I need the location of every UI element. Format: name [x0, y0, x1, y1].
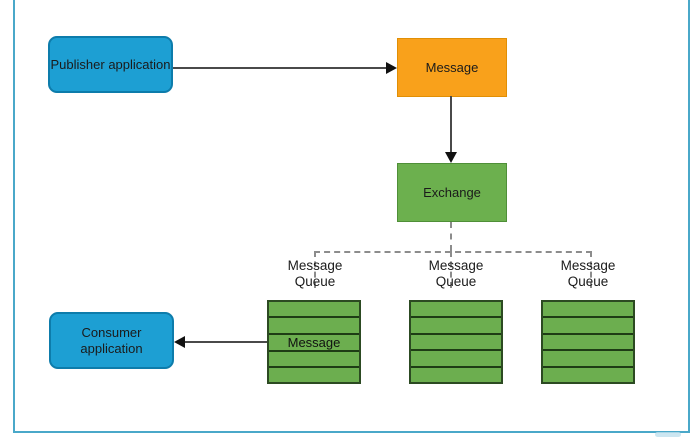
exchange-label: Exchange — [423, 184, 481, 200]
arrow-message-to-exchange-head-icon — [445, 152, 457, 163]
queued-message-label: Message — [287, 334, 341, 350]
message-queue-3 — [541, 300, 635, 384]
queue-row — [543, 349, 633, 365]
arrow-publisher-to-message-head-icon — [386, 62, 397, 74]
slide-frame-border — [13, 0, 690, 433]
queue-row — [543, 332, 633, 349]
queue-row — [269, 316, 359, 332]
dashed-connector-horizontal — [314, 251, 592, 253]
queue-row — [411, 332, 501, 349]
queue-row — [269, 349, 359, 366]
dashed-connector-exchange-down — [450, 222, 452, 251]
queue-row — [543, 365, 633, 382]
queue-1-label: Message Queue — [287, 258, 343, 289]
queue-row — [543, 316, 633, 332]
exchange-node: Exchange — [397, 163, 507, 222]
queue-row — [411, 365, 501, 382]
queue-2-label: Message Queue — [428, 258, 484, 289]
publisher-application-label: Publisher application — [50, 56, 171, 72]
cursor-artifact — [655, 432, 681, 437]
message-label: Message — [425, 59, 479, 75]
queue-row — [543, 302, 633, 316]
dashed-connector-queue-2 — [450, 251, 452, 288]
consumer-application-label: Consumer application — [80, 324, 143, 356]
message-node: Message — [397, 38, 507, 97]
queue-row — [411, 316, 501, 332]
queue-row-message: Message — [269, 332, 359, 350]
queue-3-label: Message Queue — [560, 258, 616, 289]
message-queue-1: Message — [267, 300, 361, 384]
queue-row — [411, 349, 501, 365]
queue-row — [269, 302, 359, 316]
message-queue-2 — [409, 300, 503, 384]
arrow-message-to-exchange-line — [450, 96, 452, 154]
queue-row — [269, 365, 359, 382]
publisher-application-node: Publisher application — [48, 36, 173, 93]
arrow-queue-to-consumer-head-icon — [174, 336, 185, 348]
queue-row — [411, 302, 501, 316]
arrow-publisher-to-message-line — [173, 67, 388, 69]
dashed-connector-queue-1 — [314, 251, 316, 288]
consumer-application-node: Consumer application — [49, 312, 174, 369]
arrow-queue-to-consumer-line — [183, 341, 267, 343]
dashed-connector-queue-3 — [590, 251, 592, 288]
